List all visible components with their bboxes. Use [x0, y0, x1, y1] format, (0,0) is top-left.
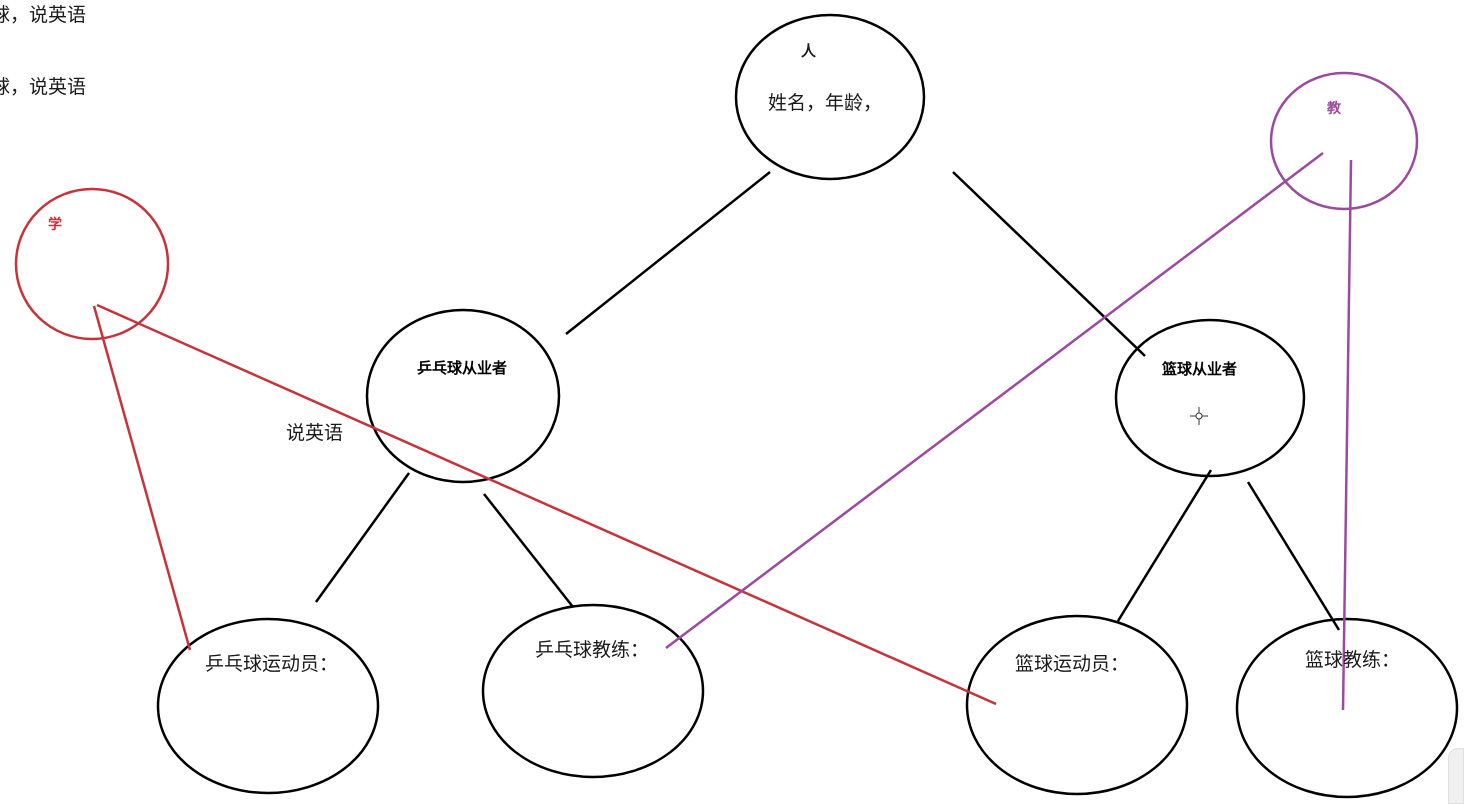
person-node-attributes: 姓名，年龄，	[768, 92, 883, 114]
pingpong-player-node	[156, 617, 380, 795]
edge-person-to-pingpong	[565, 171, 771, 335]
edge-pingpong-to-coach	[483, 493, 574, 608]
teach-interface-node	[1269, 71, 1419, 211]
learn-edge-to-pingpong-player	[92, 305, 192, 651]
pingpong-coach-label: 乒乓球教练：	[535, 639, 650, 661]
basketball-coach-node	[1235, 617, 1459, 799]
side-note-2: 球，说英语	[0, 76, 87, 98]
scroll-handle[interactable]	[1448, 748, 1464, 804]
person-node	[734, 13, 926, 181]
learn-interface-label: 学	[48, 217, 62, 233]
basketball-coach-label: 篮球教练：	[1305, 649, 1401, 671]
pingpong-practitioner-label: 乒乓球从业者	[417, 359, 508, 377]
edge-person-to-basketball	[952, 171, 1146, 357]
learn-edge-to-basketball-player	[96, 303, 997, 706]
learn-interface-node	[14, 187, 170, 341]
speaks-english-annotation: 说英语	[286, 422, 344, 444]
basketball-player-label: 篮球运动员：	[1015, 653, 1130, 675]
basketball-practitioner-node	[1114, 318, 1306, 478]
edge-basketball-to-player	[1116, 469, 1213, 622]
basketball-player-node	[965, 614, 1189, 796]
teach-edge-to-basketball-coach	[1341, 159, 1353, 711]
crosshair-cursor-icon	[1190, 407, 1208, 425]
edge-pingpong-to-player	[314, 472, 411, 603]
teach-edge-to-pingpong-coach	[665, 152, 1324, 649]
edge-basketball-to-coach	[1246, 481, 1341, 631]
person-node-title: 人	[801, 42, 817, 60]
side-note-1: 球，说英语	[0, 4, 87, 26]
pingpong-practitioner-node	[365, 308, 561, 484]
pingpong-player-label: 乒乓球运动员：	[205, 653, 339, 675]
teach-interface-label: 教	[1327, 101, 1341, 117]
pingpong-coach-node	[481, 603, 705, 779]
basketball-practitioner-label: 篮球从业者	[1162, 360, 1238, 378]
